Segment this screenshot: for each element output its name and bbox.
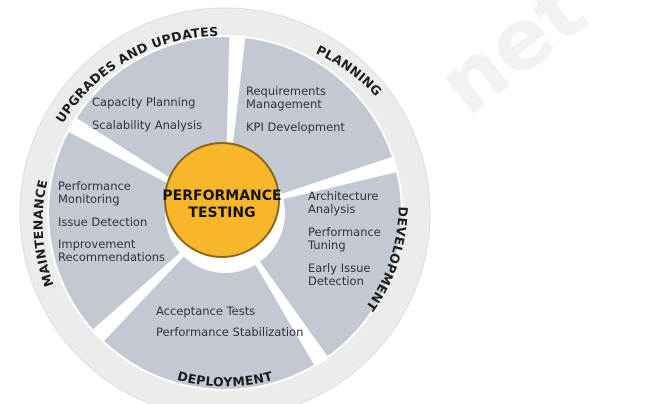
maintenance-item-4: Improvement xyxy=(58,237,136,251)
planning-item-1: Requirements xyxy=(246,84,326,98)
development-item-6: Detection xyxy=(308,274,364,288)
center-circle xyxy=(164,142,280,258)
maintenance-item-3: Issue Detection xyxy=(58,215,147,229)
segment-deployment xyxy=(104,256,315,390)
deployment-item-1: Acceptance Tests xyxy=(156,304,255,318)
upgrades-item-2: Scalability Analysis xyxy=(92,118,202,132)
segment-planning xyxy=(231,38,392,194)
development-item-3: Performance xyxy=(308,225,381,239)
watermark-text: net xyxy=(420,0,604,134)
segment-maintenance xyxy=(48,132,180,330)
maintenance-item-2: Monitoring xyxy=(58,192,120,206)
development-item-2: Analysis xyxy=(308,202,355,216)
segment-upgrades xyxy=(76,37,230,181)
phase-label-deployment: DEPLOYMENT xyxy=(176,368,274,389)
maintenance-item-5: Recommendations xyxy=(58,250,165,264)
planning-item-2: Management xyxy=(246,97,322,111)
segment-development xyxy=(259,172,402,357)
segments-group xyxy=(48,37,402,390)
development-item-4: Tuning xyxy=(307,238,346,252)
planning-item-3: KPI Development xyxy=(246,120,345,134)
deployment-item-2: Performance Stabilization xyxy=(156,325,303,339)
center-title-line-1: PERFORMANCE xyxy=(162,188,281,204)
upgrades-item-1: Capacity Planning xyxy=(92,95,195,109)
maintenance-item-1: Performance xyxy=(58,179,131,193)
development-item-1: Architecture xyxy=(308,189,378,203)
center-title-line-2: TESTING xyxy=(188,205,255,221)
development-item-5: Early Issue xyxy=(308,261,370,275)
